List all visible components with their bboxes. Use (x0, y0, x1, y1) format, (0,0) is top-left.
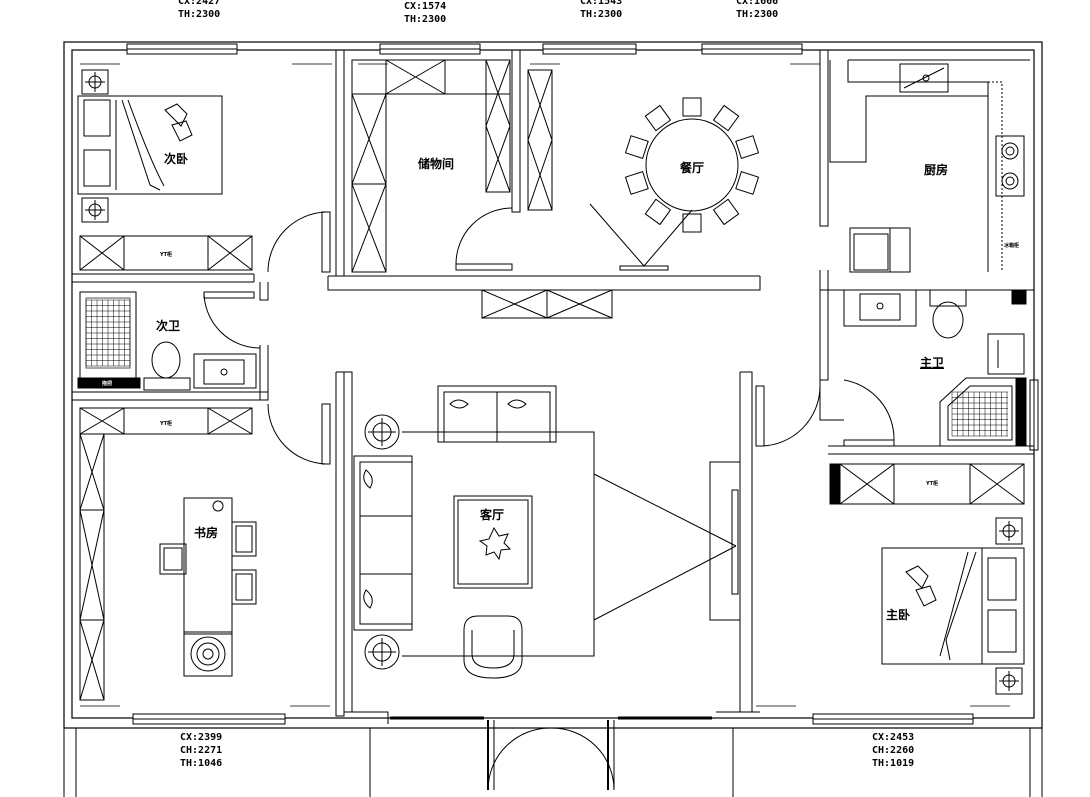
dimension-text: CX:1574 (404, 1, 447, 12)
dimension-top-4: CX:1666 TH:2300 (736, 0, 778, 21)
interior-walls (72, 50, 1034, 724)
dining-chair (735, 135, 760, 160)
master-bath-shower (939, 377, 1021, 447)
dimension-text: CH:2260 (872, 745, 915, 756)
living-sofa-left (353, 455, 413, 631)
study-door (267, 403, 331, 465)
dining-chairs (624, 97, 760, 233)
room-label-cloakroom: 储物间 (418, 157, 455, 171)
dimension-top-3: CX:1543 TH:2300 (580, 0, 622, 21)
dining-chair (682, 97, 702, 117)
dimension-text: CX:2427 (178, 0, 221, 7)
dining-chair (624, 170, 649, 195)
cloakroom-cabinets (351, 59, 511, 273)
room-label-master-bedroom: 主卧 (886, 608, 911, 622)
dimension-bottom-right: CX:2453 CH:2260 TH:1019 (872, 731, 914, 770)
second-bedroom-door (267, 211, 331, 273)
second-bath-toilet (143, 341, 191, 391)
dimension-text: CX:2453 (872, 732, 915, 743)
dimension-top-2: CX:1574 TH:2300 (404, 0, 446, 26)
cloakroom-door (455, 207, 513, 271)
dimension-text: CX:2399 (180, 732, 223, 743)
living-rug (402, 431, 595, 657)
dimension-top-1: CX:2427 TH:2300 (178, 0, 220, 21)
dining-chair (735, 170, 760, 195)
second-bedroom-bed (77, 95, 223, 195)
living-tv (593, 461, 741, 621)
tag-kitchen-side: 冰箱柜 (1004, 243, 1020, 249)
room-label-master-bath: 主卫 (920, 356, 945, 370)
master-bath-door (843, 379, 895, 447)
bottom-windows (132, 713, 974, 725)
room-label-second-bedroom: 次卧 (164, 152, 189, 166)
master-bedroom-door (755, 385, 821, 447)
dining-chair (624, 135, 649, 160)
second-bath-door (203, 291, 261, 349)
tag-bath-small: 拖把 (102, 381, 113, 387)
top-windows (126, 43, 803, 55)
dimension-text: TH:1019 (872, 758, 915, 769)
master-shower-grid (951, 391, 1008, 437)
dining-chair (644, 104, 672, 132)
study-wardrobe-top (79, 407, 253, 435)
room-label-dining: 餐厅 (680, 161, 705, 175)
dining-table (645, 118, 739, 212)
kitchen-fridge (849, 227, 911, 273)
room-label-living: 客厅 (480, 508, 505, 522)
dimension-text: TH:2300 (404, 14, 447, 25)
dimension-text: CH:2271 (180, 745, 223, 756)
master-bed-lamps (995, 517, 1023, 695)
second-bedroom-lamps (81, 69, 109, 223)
tag-wardrobe-b: YT柜 (160, 421, 173, 427)
dimension-text: TH:2300 (580, 9, 623, 20)
dining-chair (712, 104, 740, 132)
tag-wardrobe-a: YT柜 (160, 252, 173, 258)
entry-cabinet (481, 289, 613, 319)
second-bedroom-wardrobe (79, 235, 253, 271)
master-bath-sink (843, 289, 917, 327)
curtain-markers (80, 63, 1010, 707)
dining-door (589, 203, 693, 271)
kitchen-stove (995, 135, 1025, 197)
dimension-text: TH:2300 (178, 9, 221, 20)
study-wardrobe-left (79, 433, 105, 701)
dining-chair (712, 198, 740, 226)
master-bath-drain (1011, 289, 1027, 305)
outer-walls (63, 41, 1043, 729)
dimension-text: CX:1666 (736, 0, 779, 7)
dining-chair (682, 213, 702, 233)
master-wardrobe (829, 463, 1025, 505)
tag-wardrobe-c: YT柜 (926, 481, 939, 487)
dimension-bottom-left: CX:2399 CH:2271 TH:1046 (180, 731, 222, 770)
entrance-balcony (63, 716, 1043, 797)
right-window (1029, 379, 1039, 451)
master-bath-washer (987, 333, 1025, 375)
bath-mat (77, 377, 141, 389)
study-desk (159, 497, 257, 677)
living-lamps (364, 414, 400, 670)
room-label-second-bath: 次卫 (156, 319, 181, 333)
second-bath-sink (193, 353, 257, 389)
living-coffee-table (453, 495, 533, 589)
dimension-text: CX:1543 (580, 0, 623, 7)
dining-cabinet (527, 69, 553, 211)
master-bath-toilet (929, 289, 967, 339)
dining-chair (644, 198, 672, 226)
room-label-study: 书房 (194, 526, 219, 540)
living-sofa-top (437, 385, 557, 443)
master-bed (881, 547, 1025, 665)
shower-grid (85, 299, 131, 367)
dimension-text: TH:2300 (736, 9, 779, 20)
dimension-text: TH:1046 (180, 758, 223, 769)
living-armchair (463, 615, 523, 679)
room-label-kitchen: 厨房 (924, 163, 949, 177)
kitchen-counter (829, 59, 1030, 272)
master-bath-tile-strip (1015, 377, 1027, 447)
